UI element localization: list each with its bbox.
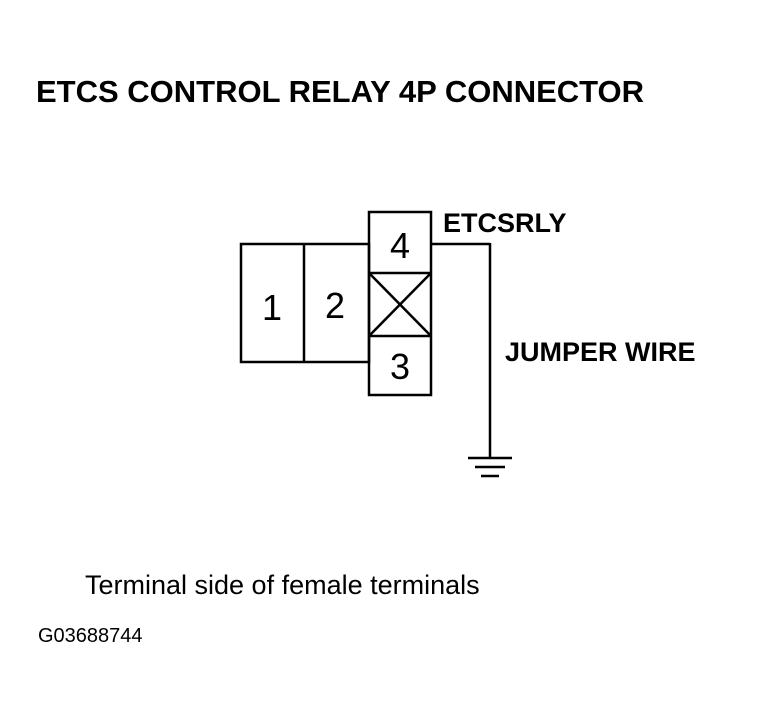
- pin-4-label: 4: [390, 225, 410, 266]
- unused-cavity-x-icon: [368, 272, 432, 337]
- caption: Terminal side of female terminals: [85, 570, 480, 600]
- connector-body: [239, 210, 433, 397]
- jumper-wire-label: JUMPER WIRE: [505, 337, 696, 367]
- figure-id: G03688744: [38, 625, 143, 647]
- pin-2-label: 2: [325, 285, 345, 326]
- jumper-wire: [431, 242, 492, 458]
- diagram-title: ETCS CONTROL RELAY 4P CONNECTOR: [36, 74, 644, 109]
- ground-icon: [468, 456, 512, 478]
- pin-3-label: 3: [390, 346, 410, 387]
- terminal-name-label: ETCSRLY: [443, 208, 567, 238]
- pin-1-label: 1: [262, 287, 282, 328]
- connector-right-housing: [367, 210, 433, 397]
